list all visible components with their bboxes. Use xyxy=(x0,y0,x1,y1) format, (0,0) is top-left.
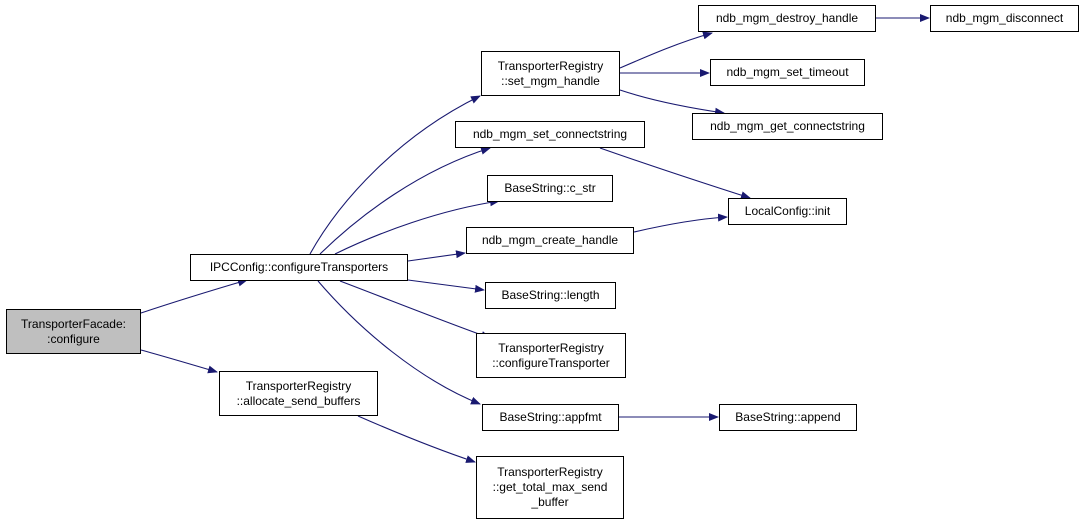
edge-ipcconfig-configure-transporters-to-configure-transporter xyxy=(339,280,491,339)
node-configure-transporter[interactable]: TransporterRegistry ::configureTransport… xyxy=(476,333,626,378)
edge-ipcconfig-configure-transporters-to-ndb-mgm-set-connectstring xyxy=(319,146,491,255)
node-ndb-mgm-create-handle[interactable]: ndb_mgm_create_handle xyxy=(466,227,634,254)
edge-transporter-facade-configure-to-allocate-send-buffers xyxy=(140,349,218,374)
edge-ipcconfig-configure-transporters-to-length xyxy=(407,279,485,293)
node-label-line: TransporterRegistry xyxy=(245,378,352,393)
node-basestring-appfmt[interactable]: BaseString::appfmt xyxy=(482,404,619,431)
node-label-line: ndb_mgm_set_connectstring xyxy=(472,127,628,141)
node-label-line: BaseString::c_str xyxy=(504,181,596,195)
node-label-line: BaseString::appfmt xyxy=(499,410,602,424)
edge-set-mgm-handle-to-ndb-mgm-destroy-handle xyxy=(619,31,713,69)
node-label-line: ::allocate_send_buffers xyxy=(236,393,361,408)
node-label-line: :configure xyxy=(47,331,100,346)
node-transporter-facade-configure[interactable]: TransporterFacade: :configure xyxy=(6,309,141,354)
node-label-line: ndb_mgm_set_timeout xyxy=(726,65,849,79)
node-label-line: ::set_mgm_handle xyxy=(501,73,600,88)
node-label-line: ::get_total_max_send xyxy=(492,480,608,494)
node-ndb-mgm-set-connectstring[interactable]: ndb_mgm_set_connectstring xyxy=(455,121,645,148)
node-ipcconfig-configure-transporters[interactable]: IPCConfig::configureTransporters xyxy=(190,254,408,281)
node-label-line: ::configureTransporter xyxy=(492,355,610,370)
node-label-line: TransporterRegistry xyxy=(498,340,604,355)
node-allocate-send-buffers[interactable]: TransporterRegistry ::allocate_send_buff… xyxy=(219,371,378,416)
node-label-line: BaseString::length xyxy=(501,288,600,302)
node-ndb-mgm-set-timeout[interactable]: ndb_mgm_set_timeout xyxy=(710,59,865,86)
edge-ndb-mgm-create-handle-to-local-config-init xyxy=(633,213,728,233)
node-label-line: TransporterRegistry xyxy=(497,58,604,73)
node-ndb-mgm-get-connectstring[interactable]: ndb_mgm_get_connectstring xyxy=(692,113,883,140)
node-label-line: ndb_mgm_destroy_handle xyxy=(715,11,859,25)
node-label-line: ndb_mgm_create_handle xyxy=(481,233,619,247)
node-basestring-c-str[interactable]: BaseString::c_str xyxy=(487,175,613,202)
node-localconfig-init[interactable]: LocalConfig::init xyxy=(728,198,847,225)
edge-ipcconfig-configure-transporters-to-set-mgm-handle xyxy=(309,95,481,255)
node-ndb-mgm-disconnect[interactable]: ndb_mgm_disconnect xyxy=(930,5,1079,32)
node-get-total-max-send-buffer[interactable]: TransporterRegistry ::get_total_max_send… xyxy=(476,456,624,519)
edge-ipcconfig-configure-transporters-to-c-str xyxy=(334,198,500,255)
node-label-line: TransporterRegistry xyxy=(497,465,603,479)
edge-ipcconfig-configure-transporters-to-ndb-mgm-create-handle xyxy=(407,250,466,262)
node-label-line: BaseString::append xyxy=(735,410,841,424)
node-label-line: ndb_mgm_disconnect xyxy=(945,11,1064,25)
edge-allocate-send-buffers-to-get-total-max-send-buffer xyxy=(357,415,476,463)
node-ndb-mgm-destroy-handle[interactable]: ndb_mgm_destroy_handle xyxy=(698,5,876,32)
edge-transporter-facade-configure-to-ipcconfig-configure-transporters xyxy=(140,278,248,314)
edge-ndb-mgm-set-connectstring-to-local-config-init xyxy=(599,147,751,200)
node-basestring-append[interactable]: BaseString::append xyxy=(719,404,857,431)
edge-set-mgm-handle-to-ndb-mgm-get-connectstring xyxy=(619,89,725,116)
node-basestring-length[interactable]: BaseString::length xyxy=(485,282,616,309)
edge-ipcconfig-configure-transporters-to-appfmt xyxy=(317,280,481,405)
node-label-line: LocalConfig::init xyxy=(744,204,831,218)
node-label-line: ndb_mgm_get_connectstring xyxy=(710,119,865,133)
node-label-line: IPCConfig::configureTransporters xyxy=(209,260,389,274)
node-set-mgm-handle[interactable]: TransporterRegistry ::set_mgm_handle xyxy=(481,51,620,96)
node-label-line: TransporterFacade: xyxy=(21,316,126,331)
node-label-line: _buffer xyxy=(531,495,569,509)
